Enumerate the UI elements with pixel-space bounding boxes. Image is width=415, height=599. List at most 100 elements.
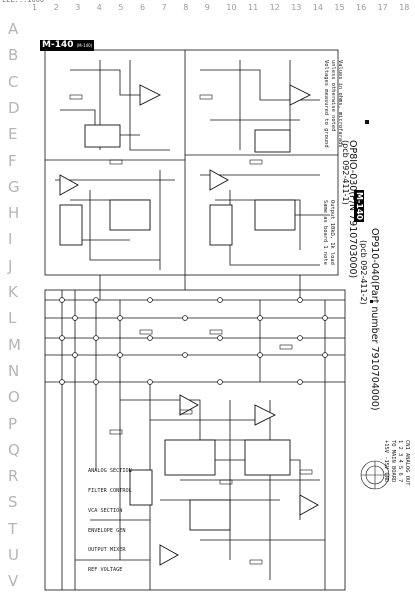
row-letter: P	[8, 414, 18, 433]
connector-node	[93, 297, 99, 303]
resistor	[109, 429, 123, 435]
connector-node	[147, 297, 153, 303]
panel-note: ENVELOPE GEN	[88, 527, 126, 534]
column-number: 4	[96, 3, 102, 12]
column-number: 11	[248, 3, 259, 12]
row-letter: O	[8, 388, 20, 407]
column-number: 14	[312, 3, 323, 12]
board2-title-text: OP910-040(Part number 7910704000)	[369, 228, 380, 411]
row-letter: C	[8, 72, 19, 91]
row-letter: G	[8, 177, 20, 196]
column-number: 15	[334, 3, 345, 12]
connector-node	[322, 315, 328, 321]
connector-node	[322, 352, 328, 358]
row-letter: I	[8, 230, 13, 249]
connector-node	[297, 297, 303, 303]
panel-note: ANALOG SECTION	[88, 468, 132, 475]
connector-node	[217, 379, 223, 385]
row-letter: K	[8, 283, 18, 301]
resistor	[139, 329, 153, 335]
resistor	[219, 479, 233, 485]
row-letter: E	[8, 125, 18, 144]
panel-note: REF VOLTAGE	[88, 567, 123, 574]
resistor	[249, 559, 263, 565]
row-letter: M	[8, 335, 21, 354]
row-letter: T	[8, 519, 18, 538]
connector-node	[257, 352, 263, 358]
board2-badge: M-140	[354, 190, 364, 222]
row-letter: F	[8, 151, 17, 170]
row-letter: J	[8, 256, 13, 275]
resistor	[199, 94, 213, 100]
column-number: 7	[161, 3, 167, 12]
connector-line: TO MAIN BOARD	[390, 440, 396, 483]
note-line: Same as board 1 note	[322, 200, 328, 265]
resistor	[279, 344, 293, 350]
row-letter: H	[8, 204, 20, 223]
note-line: Output 10kΩ, 1k load	[329, 200, 335, 265]
row-letter: B	[8, 46, 19, 65]
column-number: 18	[399, 3, 410, 12]
row-letter: V	[8, 572, 19, 591]
connector-node	[72, 315, 78, 321]
note-line: unless otherwise noted	[330, 60, 336, 132]
row-letter: S	[8, 493, 18, 512]
row-letter: L	[8, 309, 17, 328]
resistor	[69, 94, 83, 100]
connector-node	[117, 315, 123, 321]
connector-node	[93, 335, 99, 341]
note-line: Values in ohms, microfarads	[337, 60, 343, 148]
connector-node	[72, 352, 78, 358]
resistor	[209, 329, 223, 335]
column-number: 16	[356, 3, 367, 12]
connector-node	[147, 379, 153, 385]
board2-badge-text: M-140	[355, 192, 364, 220]
connector-node	[217, 297, 223, 303]
connector-node	[257, 315, 263, 321]
row-letter: A	[8, 20, 19, 38]
column-number: 12	[269, 3, 280, 12]
board2-title: OP910-040(Part number 7910704000)	[369, 228, 380, 411]
row-letter: N	[8, 361, 20, 380]
board1-notes: Values in ohms, microfarads unless other…	[322, 60, 343, 148]
board1-sub: (pcb 092-411-1)	[341, 140, 350, 205]
resistor	[179, 409, 193, 415]
board2-notes: Output 10kΩ, 1k load Same as board 1 not…	[321, 200, 335, 265]
row-letter: D	[8, 98, 20, 117]
connector-text: CN1 ANALOG OUT 1 2 3 4 5 6 7 TO MAIN BOA…	[382, 440, 410, 485]
note-line: Voltages measured to ground	[323, 60, 329, 148]
connector-node	[217, 335, 223, 341]
resistor	[299, 469, 313, 475]
connector-node	[147, 335, 153, 341]
column-number: 3	[75, 3, 81, 12]
column-number: 1	[32, 3, 38, 12]
model-badge-small: (M-140)	[76, 43, 93, 48]
connector-node	[59, 335, 65, 341]
column-number: 5	[118, 3, 124, 12]
column-number: 6	[140, 3, 146, 12]
board2-sub: (pcb 092-411-2)	[359, 240, 368, 305]
connector-node	[182, 352, 188, 358]
connector-line: +15V -15V GND	[383, 440, 389, 483]
board1-sub-text: (pcb 092-411-1)	[341, 140, 350, 205]
resistor	[109, 159, 123, 165]
page-id: LLL...1000	[2, 0, 45, 4]
column-number: 10	[226, 3, 237, 12]
connector-node	[182, 315, 188, 321]
panel-note: OUTPUT MIXER	[88, 547, 126, 554]
column-number: 17	[377, 3, 388, 12]
connector-node	[117, 352, 123, 358]
model-badge: M-140 (M-140)	[40, 40, 95, 51]
connector-node	[297, 335, 303, 341]
row-letter: Q	[8, 440, 20, 459]
connector-node	[59, 297, 65, 303]
column-number: 8	[183, 3, 189, 12]
connector-line: CN1 ANALOG OUT	[404, 440, 410, 486]
column-number: 13	[291, 3, 302, 12]
column-number: 9	[204, 3, 210, 12]
connector-node	[297, 379, 303, 385]
column-number: 2	[53, 3, 59, 12]
panel-note: FILTER CONTROL	[88, 487, 132, 494]
